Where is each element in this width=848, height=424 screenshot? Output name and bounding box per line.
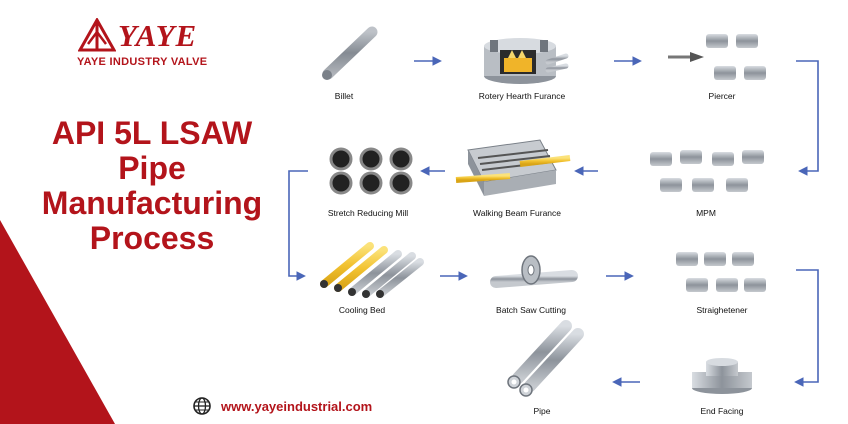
step-label-rotary-hearth-furnace: Rotery Hearth Furance — [478, 91, 566, 101]
step-label-billet: Billet — [334, 91, 354, 101]
billet-illustration — [322, 26, 378, 80]
title-line: Process — [89, 220, 215, 256]
brand-tagline: YAYE INDUSTRY VALVE — [77, 56, 208, 68]
title-line: Pipe — [118, 150, 186, 186]
website-link[interactable]: www.yayeindustrial.com — [221, 399, 373, 414]
step-label-pipe: Pipe — [533, 406, 551, 416]
flow-arrows — [288, 56, 819, 387]
cooling-bed-illustration — [320, 242, 424, 298]
step-label-batch-saw-cutting: Batch Saw Cutting — [496, 305, 566, 315]
globe-icon — [193, 397, 211, 415]
step-label-walking-beam-furnace: Walking Beam Furance — [472, 208, 562, 218]
walking-beam-furnace-illustration — [455, 139, 571, 196]
piercer-illustration — [668, 34, 784, 80]
step-label-straightener: Straighetener — [696, 305, 748, 315]
end-facing-illustration — [678, 358, 752, 394]
yaye-logo-icon — [78, 18, 116, 52]
step-label-end-facing: End Facing — [700, 406, 744, 416]
step-label-stretch-reducing-mill: Stretch Reducing Mill — [327, 208, 409, 218]
brand-logo-wordmark: YAYE — [118, 18, 198, 53]
stretch-reducing-mill-illustration — [322, 147, 420, 195]
page-title: API 5L LSAW Pipe Manufacturing Process — [6, 116, 298, 256]
step-label-cooling-bed: Cooling Bed — [338, 305, 386, 315]
title-line: API 5L LSAW — [51, 115, 253, 151]
title-line: Manufacturing — [41, 185, 263, 221]
step-label-piercer: Piercer — [708, 91, 736, 101]
batch-saw-cutting-illustration — [490, 255, 578, 288]
step-label-mpm: MPM — [696, 208, 716, 218]
mpm-illustration — [616, 150, 782, 192]
rotary-hearth-furnace-illustration — [484, 38, 569, 84]
pipe-illustration — [507, 320, 584, 397]
straightener-illustration — [662, 252, 778, 292]
